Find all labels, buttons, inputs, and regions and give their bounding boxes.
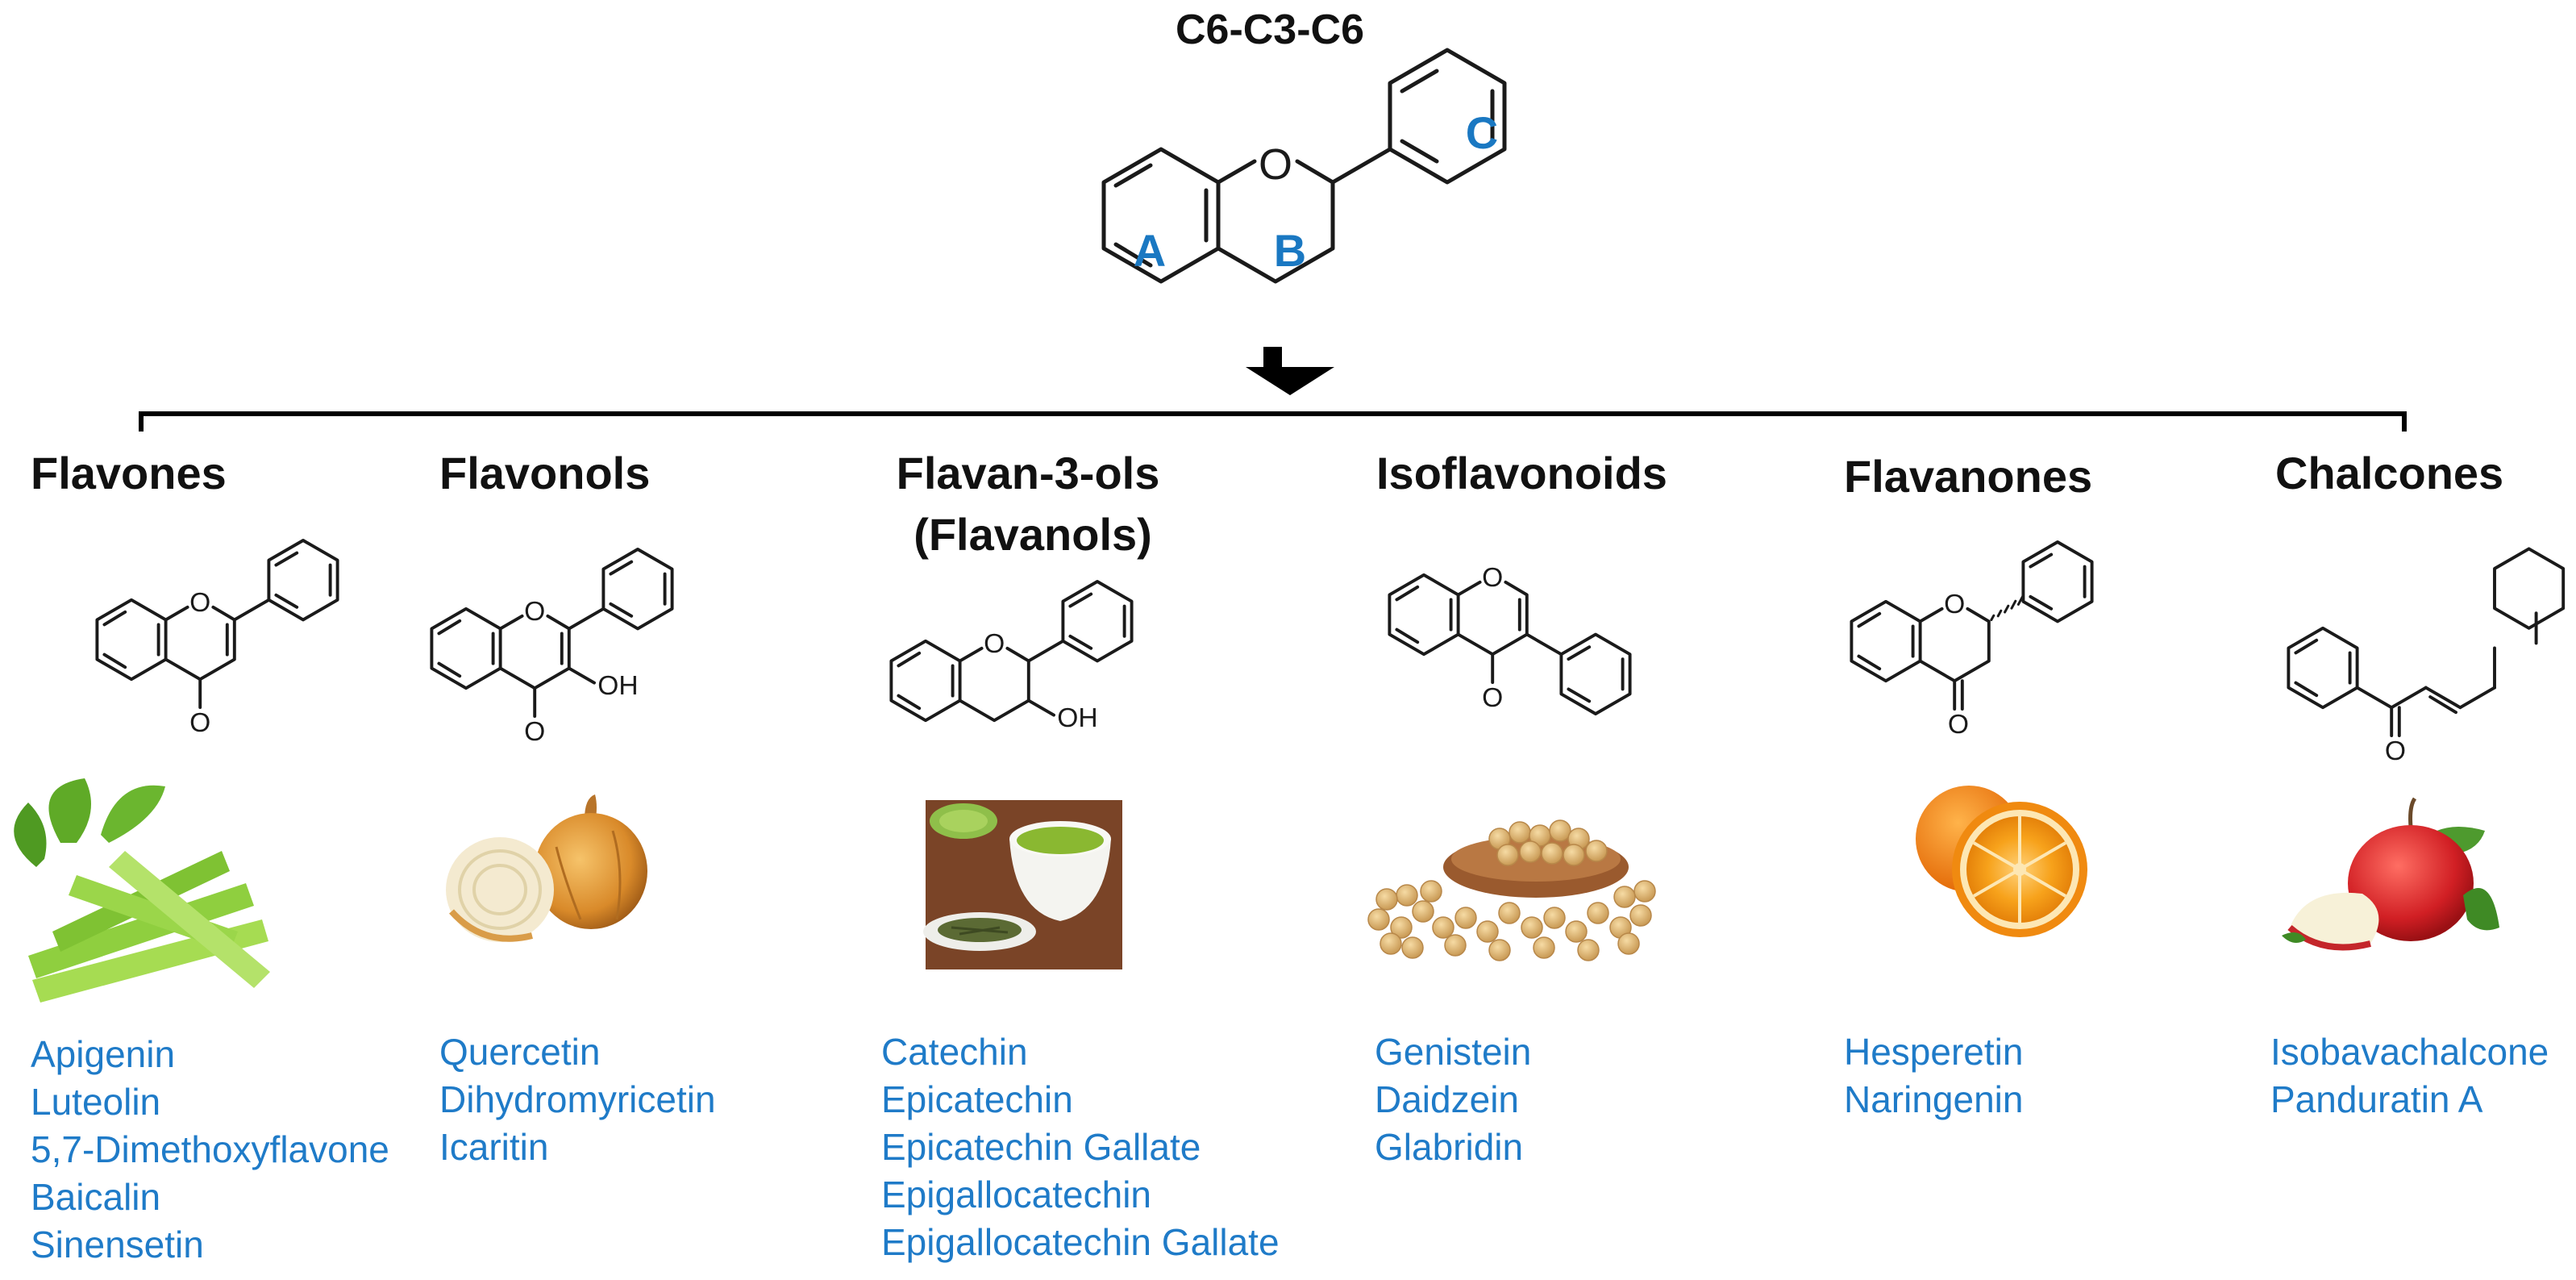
compound-name: Apigenin <box>31 1033 175 1075</box>
compound-name: Icaritin <box>439 1126 548 1168</box>
down-arrow-icon <box>1246 347 1334 395</box>
hydroxyl-label: OH <box>597 671 638 701</box>
class-column-flavonols: Flavonols O O OH <box>430 448 716 1168</box>
oxygen-label: O <box>1944 590 1965 619</box>
compound-list: Quercetin Dihydromyricetin Icaritin <box>439 1031 716 1168</box>
flavan-3-ol-structure: O OH <box>889 580 1134 733</box>
compound-list: Isobavachalcone Panduratin A <box>2270 1031 2549 1120</box>
compound-list: Apigenin Luteolin 5,7-Dimethoxyflavone B… <box>31 1033 389 1265</box>
ring-label-b: B <box>1274 225 1306 276</box>
onion-image <box>446 794 647 942</box>
apple-image <box>2282 797 2499 951</box>
core-title: C6-C3-C6 <box>1176 6 1364 53</box>
compound-name: Epigallocatechin <box>881 1174 1151 1215</box>
class-column-chalcones: Chalcones O <box>2270 448 2566 1120</box>
compound-list: Catechin Epicatechin Epicatechin Gallate… <box>881 1031 1280 1263</box>
compound-name: Epigallocatechin Gallate <box>881 1221 1280 1263</box>
chalcone-structure: O <box>2287 547 2566 766</box>
compound-list: Genistein Daidzein Glabridin <box>1375 1031 1531 1168</box>
compound-name: Dihydromyricetin <box>439 1078 716 1120</box>
hydroxyl-label: OH <box>1057 703 1097 733</box>
class-heading: Chalcones <box>2275 448 2503 498</box>
oxygen-label: O <box>189 588 210 618</box>
core-oxygen-label: O <box>1259 140 1292 189</box>
core-bonds <box>1101 48 1507 284</box>
class-heading: Flavonols <box>439 448 650 498</box>
class-column-isoflavonoids: Isoflavonoids O O <box>1367 448 1667 1168</box>
oxygen-label: O <box>984 629 1005 659</box>
compound-list: Hesperetin Naringenin <box>1844 1031 2023 1120</box>
compound-name: Hesperetin <box>1844 1031 2023 1073</box>
compound-name: Epicatechin <box>881 1078 1073 1120</box>
isoflavone-structure: O O <box>1388 563 1632 715</box>
flavonol-structure: O O OH <box>430 548 674 747</box>
classification-bracket <box>139 411 2407 432</box>
compound-name: Luteolin <box>31 1081 160 1123</box>
compound-name: Epicatechin Gallate <box>881 1126 1201 1168</box>
class-heading: Flavones <box>31 448 227 498</box>
compound-name: Genistein <box>1375 1031 1531 1073</box>
flavanone-structure: O O <box>1850 540 2094 740</box>
compound-name: Quercetin <box>439 1031 600 1073</box>
compound-name: Catechin <box>881 1031 1028 1073</box>
oxygen-label: O <box>524 597 545 627</box>
carbonyl-oxygen-label: O <box>524 717 545 747</box>
ring-label-a: A <box>1134 225 1166 276</box>
class-heading: Isoflavonoids <box>1376 448 1667 498</box>
compound-name: Sinensetin <box>31 1224 204 1265</box>
compound-name: Isobavachalcone <box>2270 1031 2549 1073</box>
compound-name: Glabridin <box>1375 1126 1523 1168</box>
class-column-flavanones: Flavanones O O <box>1844 451 2094 1120</box>
class-heading-line-2: (Flavanols) <box>913 509 1152 560</box>
oxygen-label: O <box>1482 563 1503 593</box>
ring-label-c: C <box>1466 107 1498 158</box>
carbonyl-oxygen-label: O <box>2385 736 2406 766</box>
compound-name: Panduratin A <box>2270 1078 2483 1120</box>
class-heading: Flavanones <box>1844 451 2092 502</box>
carbonyl-oxygen-label: O <box>189 708 210 738</box>
soybeans-image <box>1367 819 1656 961</box>
carbonyl-oxygen-label: O <box>1948 710 1969 740</box>
class-column-flavan-3-ols: Flavan-3-ols (Flavanols) O OH <box>881 448 1280 1263</box>
carbonyl-oxygen-label: O <box>1482 683 1503 713</box>
class-column-flavones: Flavones O O <box>14 448 389 1265</box>
class-heading: Flavan-3-ols <box>897 448 1160 498</box>
compound-name: Naringenin <box>1844 1078 2023 1120</box>
celery-image <box>14 778 270 1003</box>
core-structure: C6-C3-C6 O A B C <box>139 6 2407 432</box>
orange-image <box>1916 786 2087 937</box>
green-tea-image <box>923 800 1122 969</box>
compound-name: 5,7-Dimethoxyflavone <box>31 1128 389 1170</box>
flavone-structure: O O <box>95 539 339 738</box>
compound-name: Daidzein <box>1375 1078 1519 1120</box>
compound-name: Baicalin <box>31 1176 160 1218</box>
